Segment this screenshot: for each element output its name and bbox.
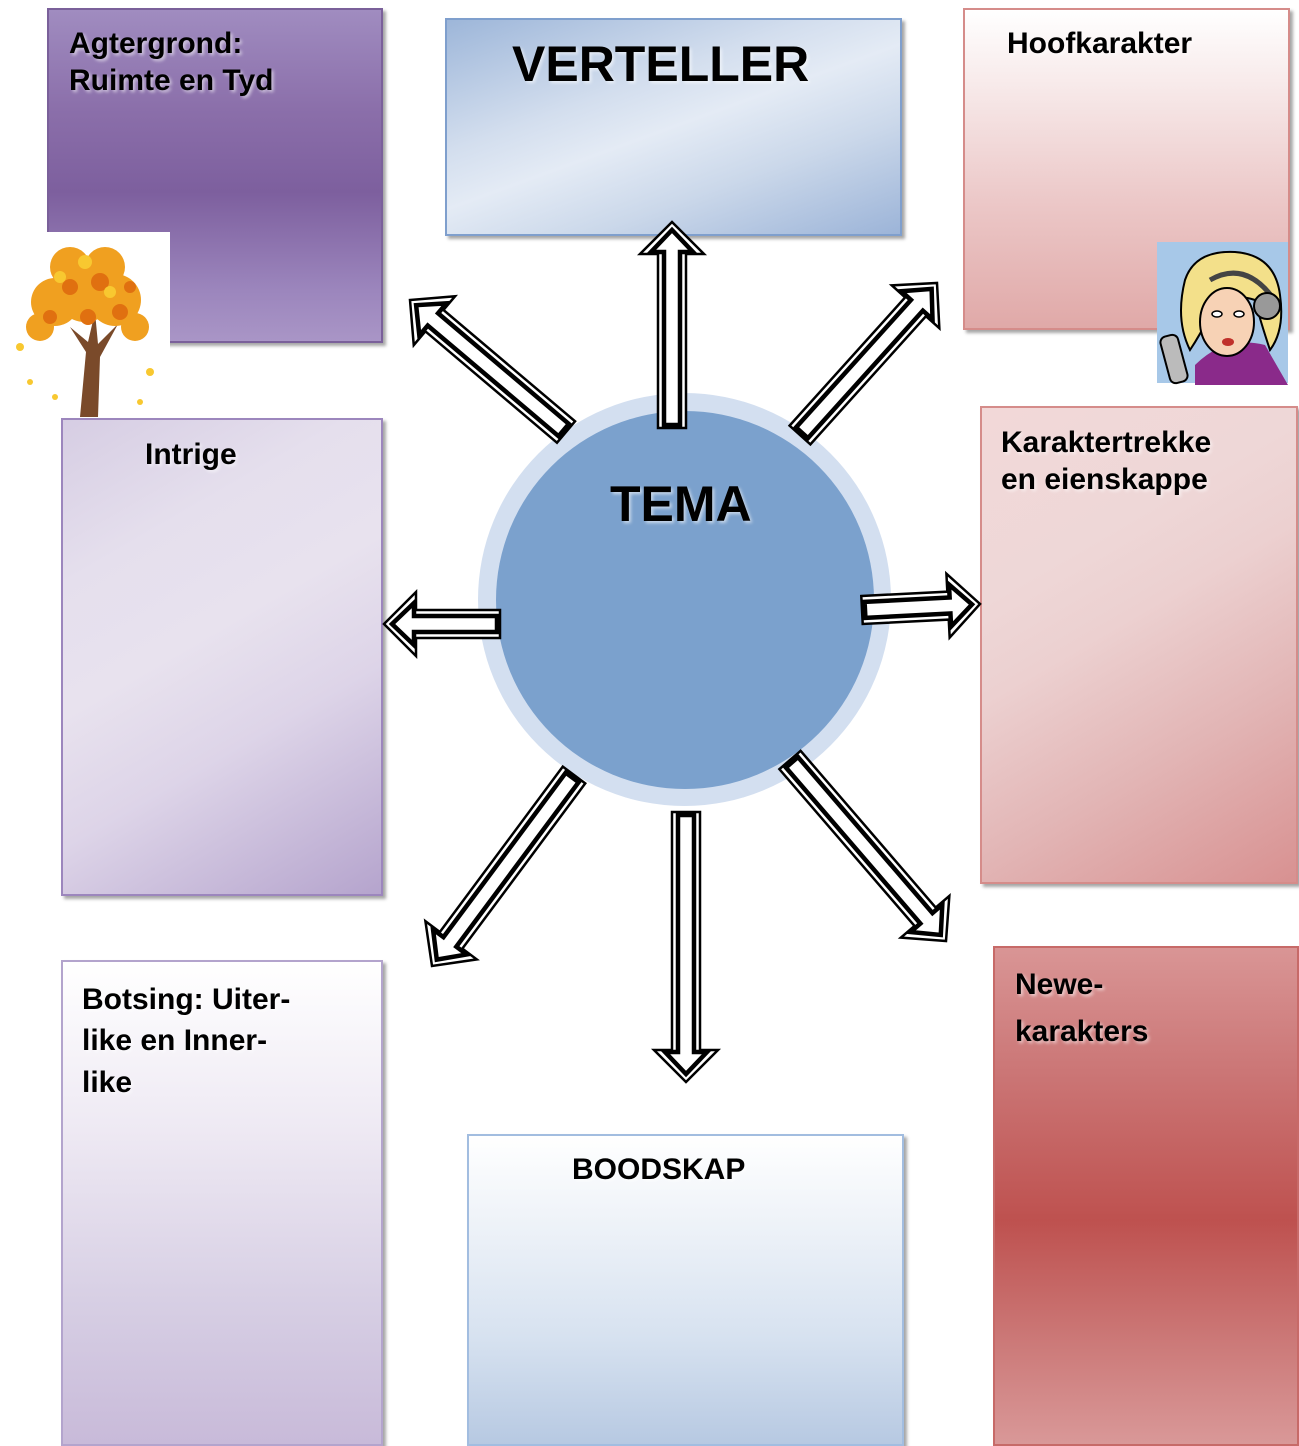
newe-karakters-label: Newe- karakters	[1015, 968, 1149, 1048]
hoofkarakter-label: Hoofkarakter	[1007, 27, 1193, 60]
agtergrond-label: Agtergrond: Ruimte en Tyd	[69, 27, 274, 97]
botsing-box	[61, 960, 383, 1446]
boodskap-box	[467, 1134, 904, 1446]
newe-karakters-box	[993, 946, 1299, 1446]
tema-circle	[496, 411, 874, 789]
tema-label: TEMA	[610, 476, 752, 532]
intrige-box	[61, 418, 383, 896]
arrow-up-left	[408, 294, 577, 445]
arrow-up	[636, 220, 708, 430]
arrow-up-right	[787, 281, 941, 447]
karaktertrekke-label: Karaktertrekke en eienskappe	[1001, 426, 1212, 496]
botsing-label: Botsing: Uiter- like en Inner- like	[82, 983, 291, 1099]
arrow-down	[650, 810, 722, 1084]
arrow-right	[859, 570, 982, 641]
intrige-label: Intrige	[145, 438, 237, 471]
verteller-label: VERTELLER	[512, 36, 810, 92]
karaktertrekke-box	[980, 406, 1298, 884]
arrow-down-right	[777, 749, 951, 943]
boodskap-label: BOODSKAP	[572, 1153, 746, 1186]
arrow-left	[382, 588, 502, 660]
woman-with-microphone-icon	[1157, 242, 1288, 385]
arrow-down-left	[423, 764, 587, 968]
autumn-tree-icon	[0, 232, 170, 417]
